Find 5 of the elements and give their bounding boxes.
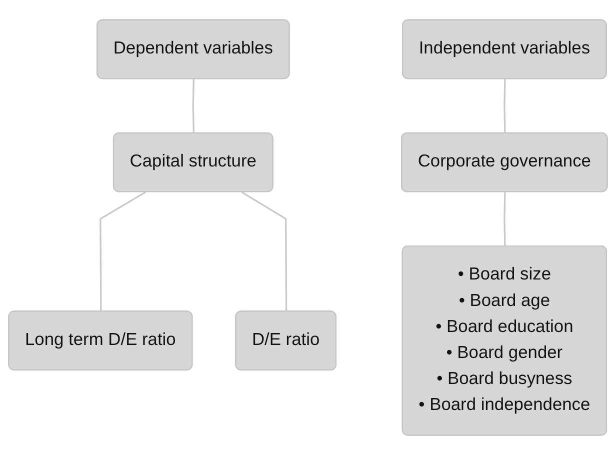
connector: [504, 79, 506, 134]
connector: [241, 191, 288, 312]
connector: [100, 191, 146, 312]
connector: [192, 79, 194, 134]
connector: [504, 192, 506, 247]
